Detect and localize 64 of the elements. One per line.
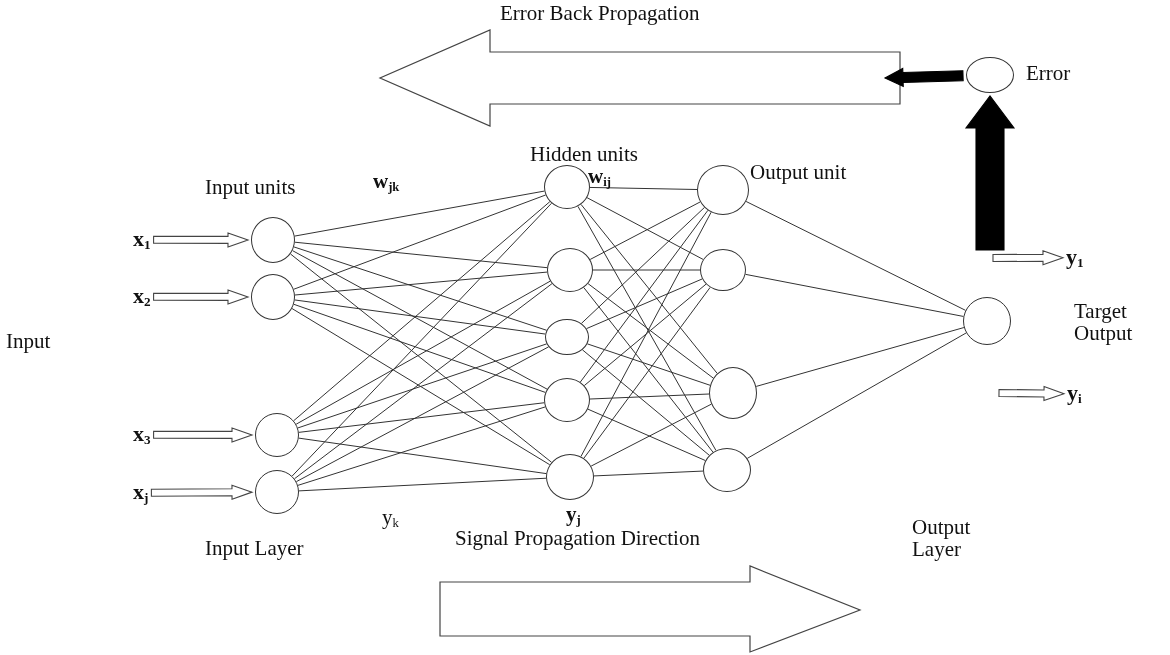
hollow-arrow [992, 250, 1065, 266]
connection-line [298, 437, 547, 475]
output-symbol: y$_{k}$ [382, 506, 399, 531]
weight-symbol: w$_{jk}$ [373, 170, 400, 195]
connection-line [587, 283, 714, 379]
connection-line [291, 202, 553, 477]
layer-label: Hidden units [530, 143, 638, 166]
connection-line [583, 283, 707, 387]
connection-line [586, 343, 711, 386]
input-symbol: x$_{2}$ [133, 285, 151, 309]
block-arrow [964, 95, 1016, 251]
connection-line [294, 271, 548, 296]
weight-symbol: w$_{ij}$ [588, 165, 611, 190]
connection-line [294, 241, 548, 269]
connection-line [293, 246, 548, 331]
connection-line [745, 200, 966, 311]
connection-line [746, 332, 967, 459]
connection-line [589, 186, 698, 190]
connection-line [295, 280, 551, 425]
node-caption: Error [1026, 62, 1071, 85]
connection-line [293, 303, 546, 393]
connection-line [590, 403, 712, 467]
connection-line [581, 349, 710, 456]
connection-line [294, 190, 545, 237]
layer-label: Input [6, 330, 51, 353]
connection-line [298, 402, 545, 433]
layer-label: Input Layer [205, 537, 304, 560]
connection-line [293, 201, 551, 422]
connection-line [586, 278, 703, 330]
connection-line [589, 393, 710, 400]
connection-line [298, 477, 547, 492]
hollow-arrow [998, 385, 1066, 402]
direction-label: Signal Propagation Direction [455, 527, 700, 550]
connection-line [580, 207, 705, 324]
connection-line [294, 283, 553, 480]
connection-line [593, 470, 704, 477]
layer-label: Target Output [1074, 300, 1134, 345]
connection-line [290, 253, 553, 463]
connection-line [587, 408, 706, 461]
layer-label: Output unit [750, 161, 847, 184]
connection-line [745, 273, 964, 317]
layer-label: Input units [205, 176, 296, 199]
connection-line [297, 406, 546, 486]
connection-line [293, 194, 547, 290]
input-symbol: x$_{j}$ [133, 481, 149, 505]
connection-line [292, 250, 548, 390]
input-symbol: x$_{1}$ [133, 228, 151, 252]
output-symbol: y$_{i}$ [1067, 382, 1082, 406]
hollow-arrow [153, 427, 254, 443]
direction-label: Error Back Propagation [500, 2, 700, 25]
output-symbol: y$_{1}$ [1066, 246, 1084, 270]
connection-line [297, 343, 548, 429]
hollow-arrow [150, 484, 254, 501]
connection-line [291, 308, 551, 466]
connection-line [295, 346, 550, 483]
input-symbol: x$_{3}$ [133, 423, 151, 447]
connection-line [755, 327, 965, 387]
hollow-arrow [153, 289, 250, 305]
output-symbol: y$_{j}$ [566, 503, 581, 528]
connection-line [592, 269, 701, 271]
connection-line [294, 299, 546, 335]
layer-label: Output Layer [912, 516, 972, 561]
hollow-arrow [153, 232, 250, 248]
block-arrow [883, 67, 964, 88]
